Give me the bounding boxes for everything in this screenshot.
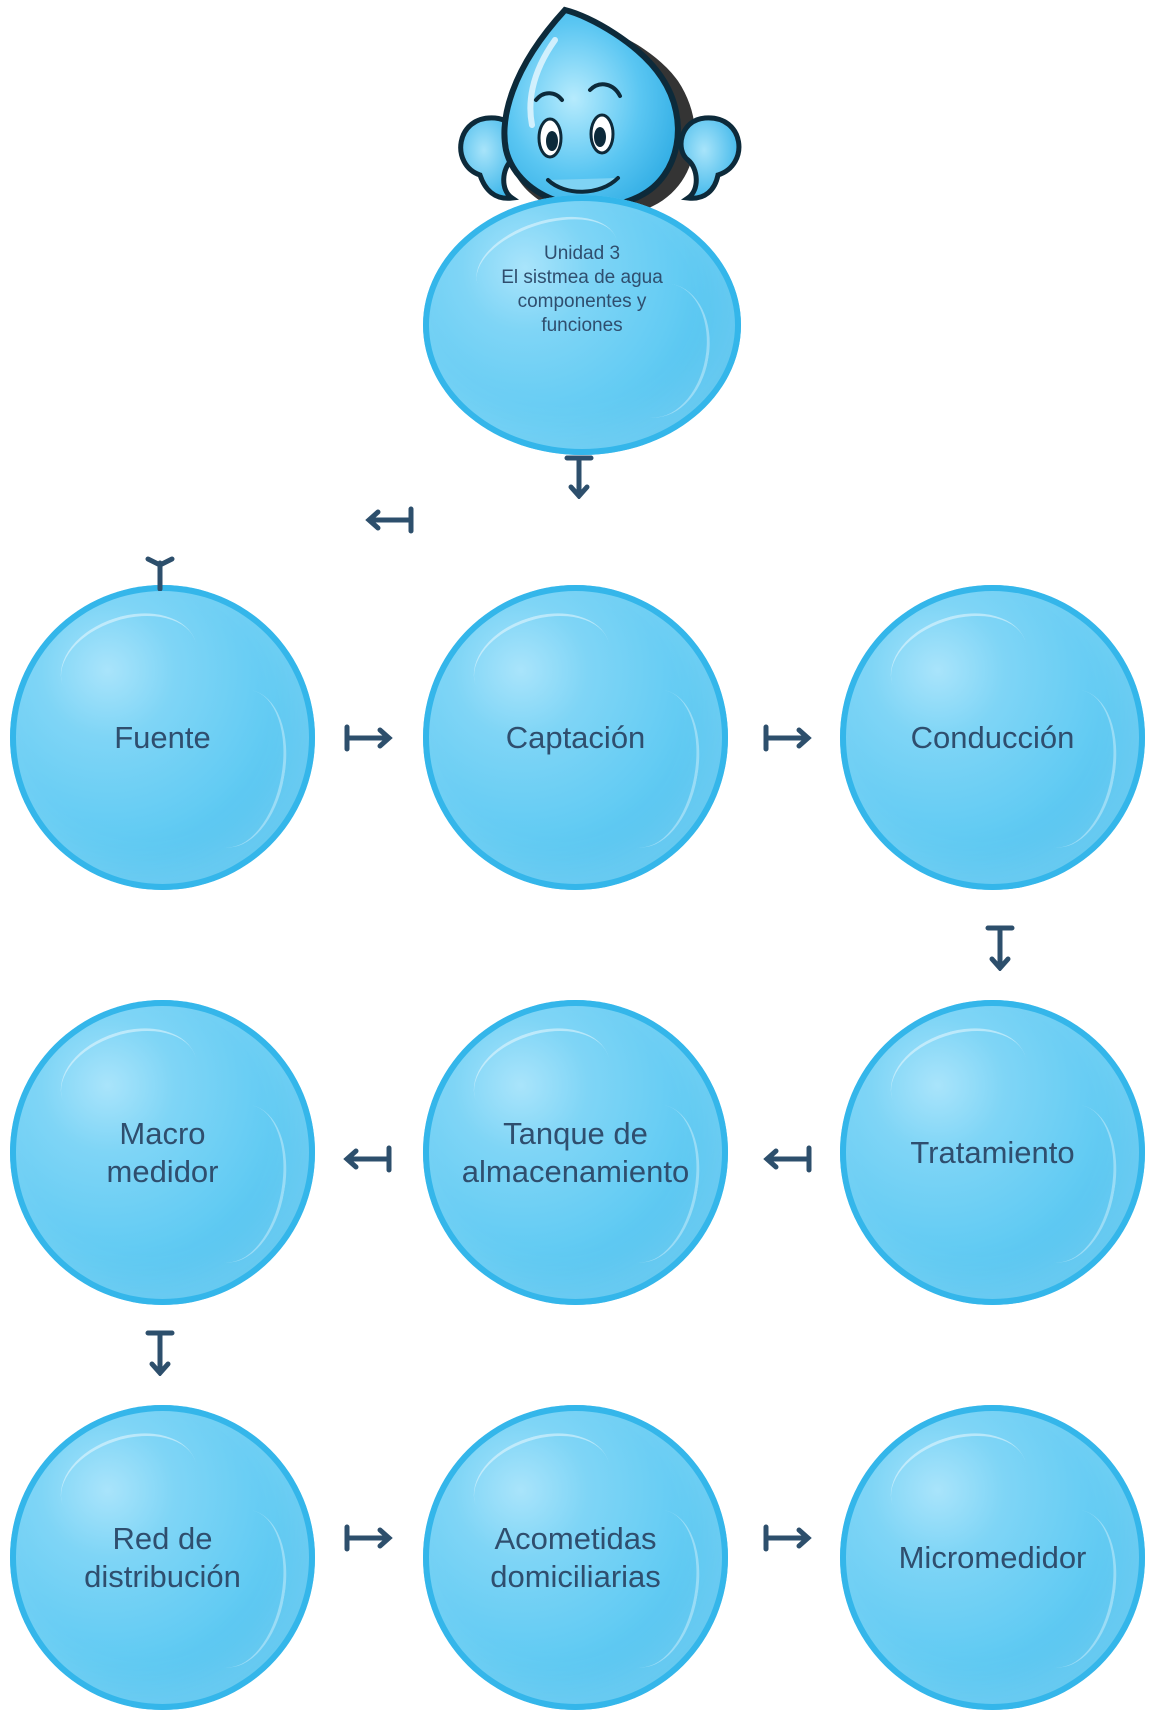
arrow-right-icon (344, 724, 393, 752)
arrow-down-icon (145, 556, 175, 591)
node-red-label: Red de distribución (84, 1520, 241, 1594)
arrow-right-icon (763, 724, 812, 752)
arrow-left-icon (763, 1145, 812, 1173)
node-macro-label: Macro medidor (106, 1115, 219, 1189)
node-fuente: Fuente (10, 585, 315, 890)
node-tanque: Tanque de almacenamiento (423, 1000, 728, 1305)
node-captacion: Captación (423, 585, 728, 890)
node-micromedidor-label: Micromedidor (898, 1539, 1087, 1575)
node-acometidas-label: Acometidas domiciliarias (490, 1520, 661, 1594)
node-micromedidor: Micromedidor (840, 1405, 1145, 1710)
node-fuente-label: Fuente (114, 719, 211, 755)
arrow-down-icon (564, 455, 594, 499)
arrow-left-icon (343, 1145, 392, 1173)
node-tratamiento-label: Tratamiento (910, 1134, 1075, 1170)
node-captacion-label: Captación (505, 719, 646, 755)
node-red: Red de distribución (10, 1405, 315, 1710)
title-node: Unidad 3 El sistmea de agua componentes … (423, 195, 741, 455)
node-conduccion: Conducción (840, 585, 1145, 890)
node-conduccion-label: Conducción (910, 719, 1075, 755)
arrow-down-icon (145, 1330, 175, 1376)
title-node-label: Unidad 3 El sistmea de agua componentes … (501, 243, 663, 336)
node-tratamiento: Tratamiento (840, 1000, 1145, 1305)
arrow-right-icon (763, 1524, 812, 1552)
arrow-right-icon (344, 1524, 393, 1552)
water-drop-mascot-icon (458, 6, 742, 219)
node-tanque-label: Tanque de almacenamiento (461, 1115, 690, 1189)
node-macro: Macro medidor (10, 1000, 315, 1305)
arrow-left-icon (365, 506, 414, 534)
arrow-down-icon (985, 925, 1015, 971)
node-acometidas: Acometidas domiciliarias (423, 1405, 728, 1710)
